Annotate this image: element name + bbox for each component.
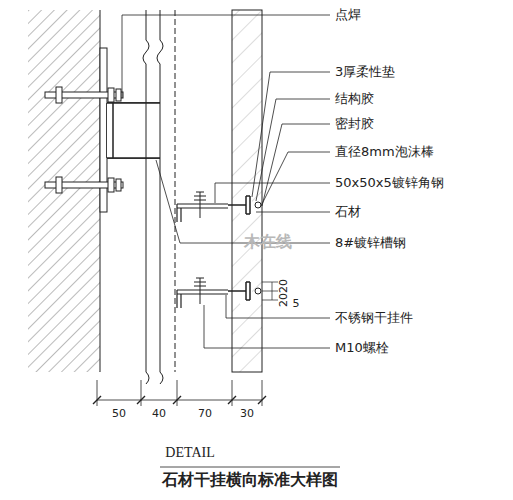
part-label: 直径8mm泡沫棒: [335, 145, 434, 159]
watermark: 木在线: [244, 233, 292, 251]
part-label: 8#镀锌槽钢: [335, 236, 406, 250]
dimension: 50: [112, 408, 126, 420]
part-label: 石材: [335, 205, 361, 219]
part-label: 不锈钢干挂件: [335, 311, 413, 325]
part-label: 3厚柔性垫: [335, 65, 395, 79]
dimension: 5: [293, 298, 300, 310]
dimension: 20: [278, 279, 290, 293]
dimension: 30: [240, 408, 254, 420]
dimension: 20: [278, 293, 290, 307]
dimension: 70: [198, 408, 212, 420]
part-label: M10螺栓: [335, 341, 389, 355]
part-label: 结构胶: [335, 92, 374, 106]
dimension: 40: [152, 408, 166, 420]
drawing-title: DETAIL: [165, 445, 214, 460]
part-label: 密封胶: [335, 117, 374, 131]
drawing-caption: 石材干挂横向标准大样图: [162, 471, 338, 489]
part-label: 50x50x5镀锌角钢: [335, 176, 444, 190]
part-label: 点焊: [335, 8, 361, 22]
